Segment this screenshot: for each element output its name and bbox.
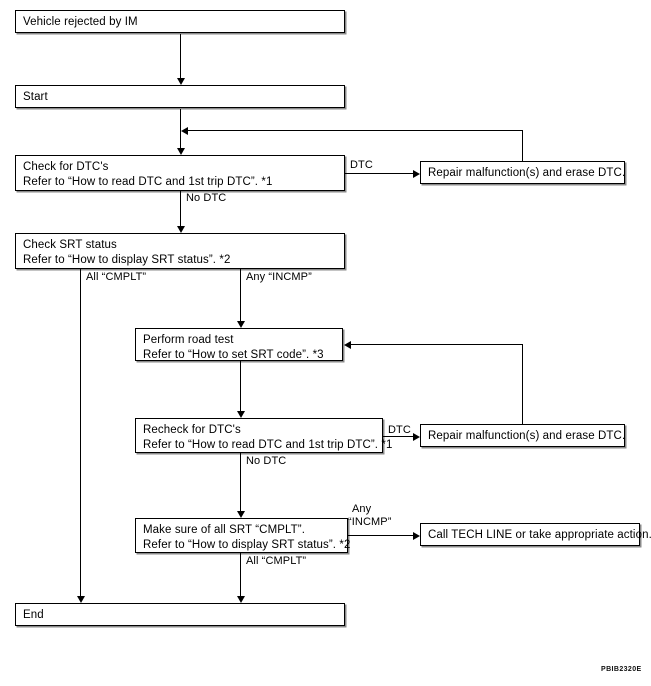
node-make-sure-all-srt-cmplt: Make sure of all SRT “CMPLT”. Refer to “… <box>135 518 351 553</box>
arrowhead-down-to-make-sure <box>236 511 245 518</box>
feedback-bottom-horizontal <box>351 344 523 345</box>
edge-label-any-incmp-bottom-line-1: Any <box>352 503 372 515</box>
arrowhead-down-to-check-dtc <box>176 148 185 155</box>
node-text-line-2: Refer to “How to set SRT code”. *3 <box>143 349 324 361</box>
connector-recheck-to-repair-bottom <box>383 436 413 437</box>
edge-label-all-cmplt-top: All “CMPLT” <box>86 271 147 283</box>
figure-id-code: PBIB2320E <box>601 666 642 673</box>
node-text: Start <box>23 91 48 103</box>
node-text-line-2: Refer to “How to read DTC and 1st trip D… <box>143 439 393 451</box>
edge-label-no-dtc-bottom: No DTC <box>246 455 287 467</box>
arrowhead-left-feedback-top <box>181 126 188 135</box>
connector-start-to-check-dtc <box>180 109 181 148</box>
node-call-tech-line: Call TECH LINE or take appropriate actio… <box>420 523 651 546</box>
node-text: Repair malfunction(s) and erase DTC. <box>428 167 626 179</box>
connector-all-cmplt-to-end <box>80 269 81 596</box>
edge-label-no-dtc-top: No DTC <box>186 192 227 204</box>
node-end: End <box>15 603 345 626</box>
arrowhead-down-to-check-srt <box>176 226 185 233</box>
connector-make-sure-to-tech-line <box>348 535 413 536</box>
node-repair-malfunctions-bottom: Repair malfunction(s) and erase DTC. <box>420 424 625 447</box>
node-repair-malfunctions-top: Repair malfunction(s) and erase DTC. <box>420 161 625 184</box>
arrowhead-left-feedback-bottom <box>344 340 351 349</box>
arrowhead-right-to-tech-line <box>413 531 420 540</box>
arrowhead-right-to-repair-top <box>413 169 420 178</box>
edge-label-dtc-top: DTC <box>350 159 373 171</box>
connector-road-test-to-recheck <box>240 361 241 411</box>
node-text-line-1: Check SRT status <box>23 239 117 251</box>
arrowhead-right-to-repair-bottom <box>413 432 420 441</box>
node-text-line-1: Recheck for DTC's <box>143 424 241 436</box>
connector-make-sure-to-end <box>240 553 241 596</box>
edge-label-any-incmp-top: Any “INCMP” <box>246 271 312 283</box>
node-recheck-for-dtcs: Recheck for DTC's Refer to “How to read … <box>135 418 393 453</box>
feedback-bottom-vertical-from-repair <box>522 344 523 425</box>
connector-check-dtc-to-check-srt <box>180 191 181 226</box>
edge-label-all-cmplt-bottom: All “CMPLT” <box>246 555 307 567</box>
node-check-for-dtcs: Check for DTC's Refer to “How to read DT… <box>15 155 345 191</box>
node-text-line-2: Refer to “How to display SRT status”. *2 <box>143 539 351 551</box>
feedback-top-vertical-from-repair <box>522 130 523 162</box>
arrowhead-down-to-road-test <box>236 321 245 328</box>
connector-recheck-to-make-sure <box>240 453 241 511</box>
node-text-line-1: Check for DTC's <box>23 161 109 173</box>
connector-any-incmp-to-road-test <box>240 269 241 321</box>
edge-label-dtc-bottom: DTC <box>388 424 411 436</box>
node-text-line-2: Refer to “How to display SRT status”. *2 <box>23 254 231 266</box>
node-text: Vehicle rejected by IM <box>23 16 138 28</box>
connector-check-dtc-to-repair-top <box>345 173 413 174</box>
feedback-top-horizontal <box>188 130 523 131</box>
node-text-line-1: Perform road test <box>143 334 234 346</box>
edge-label-any-incmp-bottom-line-2: “INCMP” <box>348 516 392 528</box>
connector-vehicle-to-start <box>180 34 181 78</box>
arrowhead-down-to-start <box>176 78 185 85</box>
node-perform-road-test: Perform road test Refer to “How to set S… <box>135 328 343 361</box>
node-start: Start <box>15 85 345 108</box>
node-text-line-1: Make sure of all SRT “CMPLT”. <box>143 524 306 536</box>
arrowhead-down-make-sure-to-end <box>236 596 245 603</box>
arrowhead-down-all-cmplt-to-end <box>76 596 85 603</box>
node-check-srt-status: Check SRT status Refer to “How to displa… <box>15 233 345 269</box>
arrowhead-down-to-recheck <box>236 411 245 418</box>
node-text-line-2: Refer to “How to read DTC and 1st trip D… <box>23 176 273 188</box>
node-text: Call TECH LINE or take appropriate actio… <box>428 529 651 541</box>
node-text: End <box>23 609 44 621</box>
node-text: Repair malfunction(s) and erase DTC. <box>428 430 626 442</box>
node-vehicle-rejected: Vehicle rejected by IM <box>15 10 345 33</box>
